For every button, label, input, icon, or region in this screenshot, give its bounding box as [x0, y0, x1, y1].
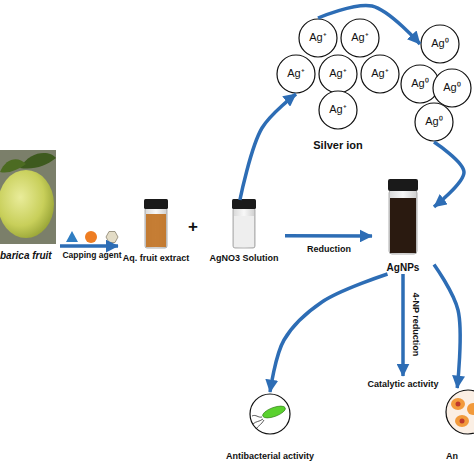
extract-vial [144, 199, 168, 248]
extract-node: Aq. fruit extract [118, 200, 194, 264]
cell [455, 415, 469, 427]
ion-circle: Ag⁺ [340, 18, 380, 58]
ion-outline [319, 91, 357, 129]
plus-sign: + [184, 217, 202, 237]
ion-outline [299, 19, 337, 57]
capping-circle [85, 231, 97, 243]
capping-hexagon [106, 232, 118, 243]
node-label: AgNO3 Solution [210, 253, 279, 264]
cell-nucleus [456, 402, 461, 407]
vial-glass [389, 190, 417, 254]
activity-node: Catalytic activity [353, 376, 453, 392]
bacterium-icon [250, 394, 290, 434]
ion-circle: Ag⁰ [420, 24, 460, 64]
ion-label: Ag⁺ [329, 67, 346, 80]
ion-outline [319, 55, 357, 93]
icon-circle [446, 390, 474, 434]
ion-outline [277, 55, 315, 93]
flow-arrow [401, 274, 405, 376]
cell-nucleus [460, 419, 465, 424]
ion-label: Ag⁰ [425, 115, 442, 128]
vial-liquid [390, 198, 416, 253]
vial-cap [144, 199, 168, 209]
fruit [0, 170, 54, 238]
ion-outline [341, 19, 379, 57]
cell [451, 398, 465, 410]
ion-label: Ag⁺ [351, 31, 368, 44]
ion-circle: Ag⁰ [432, 68, 472, 108]
capping-triangle [66, 231, 78, 242]
fruit-photo [0, 150, 56, 244]
edge-label: Capping agent [62, 250, 122, 260]
edge-label: Reduction [298, 244, 360, 255]
ion-circle: Ag⁺ [360, 54, 400, 94]
ion-circle: Ag⁺ [276, 54, 316, 94]
cell [467, 403, 474, 415]
ion-circle: Ag⁺ [298, 18, 338, 58]
bacterium-body [261, 404, 287, 421]
ion-circle: Ag⁰ [414, 102, 454, 142]
cluster-caption: Silver ion [298, 139, 378, 152]
flow-arrow [240, 94, 296, 200]
ion-label: Ag⁺ [287, 67, 304, 80]
activity-node: Antibacterial activity [222, 392, 318, 462]
fruit-node: barica fruit [0, 150, 60, 262]
flow-arrow [285, 234, 372, 238]
ion-outline [361, 55, 399, 93]
ion-label: Ag⁰ [443, 81, 460, 94]
node-label: Antibacterial activity [226, 451, 314, 462]
nanoparticle-vial [388, 179, 418, 254]
node-label: Aq. fruit extract [123, 253, 190, 264]
node-label: Catalytic activity [367, 379, 438, 390]
node-label: An [446, 451, 458, 462]
nanoparticle-node: AgNPs [372, 178, 434, 274]
vial-liquid [234, 216, 254, 247]
flow-arrow [60, 244, 118, 248]
flow-arrow [434, 142, 464, 207]
ion-label: Ag⁺ [371, 67, 388, 80]
ion-label: Ag⁰ [431, 37, 448, 50]
ion-outline [433, 69, 471, 107]
ion-label: Ag⁰ [411, 77, 428, 90]
edge-label: 4-NP reduction [411, 284, 422, 364]
ion-outline [415, 103, 453, 141]
flow-arrow [434, 264, 460, 388]
vial-cap [388, 179, 418, 191]
node-label: barica fruit [0, 250, 52, 262]
icon-circle [250, 394, 290, 434]
silver-nitrate-vial [232, 199, 256, 248]
ion-label: Ag⁺ [309, 31, 326, 44]
solution-node: AgNO3 Solution [203, 200, 285, 264]
ion-outline [421, 25, 459, 63]
vial-glass [233, 208, 255, 248]
leaf [20, 153, 56, 169]
flow-arrow [270, 274, 388, 392]
vial-liquid [146, 214, 166, 247]
ion-circle: Ag⁺ [318, 54, 358, 94]
cell-icon [446, 390, 474, 434]
ion-circle: Ag⁺ [318, 90, 358, 130]
vial-glass [145, 208, 167, 248]
flagellum [252, 415, 262, 417]
ion-label: Ag⁺ [329, 103, 346, 116]
flagellum [256, 420, 264, 429]
activity-node: An [446, 388, 474, 462]
node-label: AgNPs [387, 262, 420, 274]
vial-cap [232, 199, 256, 209]
